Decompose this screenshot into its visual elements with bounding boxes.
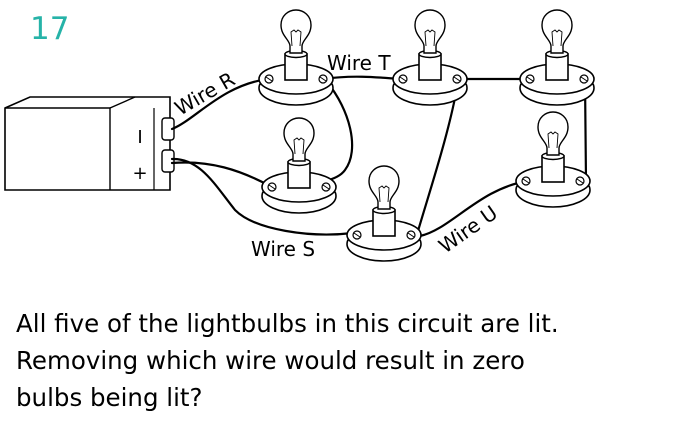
lightbulb-top-right: [519, 9, 595, 106]
positive-terminal: [161, 149, 175, 173]
battery-plus-label: +: [132, 163, 147, 184]
question-line: bulbs being lit?: [16, 383, 203, 412]
question-line: Removing which wire would result in zero: [16, 346, 525, 375]
wire-t-label: Wire T: [327, 51, 391, 75]
battery: I +: [4, 96, 175, 191]
question-number: 17: [30, 11, 70, 47]
wire-s: [170, 157, 355, 236]
battery-minus-label: I: [137, 127, 142, 148]
lightbulb-top-middle: [392, 9, 468, 106]
question-line: All five of the lightbulbs in this circu…: [16, 309, 559, 338]
lightbulb-middle-left: [261, 117, 337, 214]
lightbulb-top-left: [258, 9, 334, 106]
wire-r: [170, 77, 270, 131]
circuit-diagram: I + Wire R Wire T Wire S Wire U: [4, 9, 595, 262]
wire-plus-to-left-bulb: [170, 161, 272, 188]
wire-u: [418, 179, 530, 238]
wire-t: [322, 75, 403, 81]
wire-r-label: Wire R: [171, 67, 240, 120]
lightbulb-middle-right: [515, 111, 591, 208]
question-text: All five of the lightbulbs in this circu…: [16, 305, 686, 416]
wire-s-label: Wire S: [251, 237, 315, 261]
lightbulb-bottom-middle: [346, 165, 422, 262]
